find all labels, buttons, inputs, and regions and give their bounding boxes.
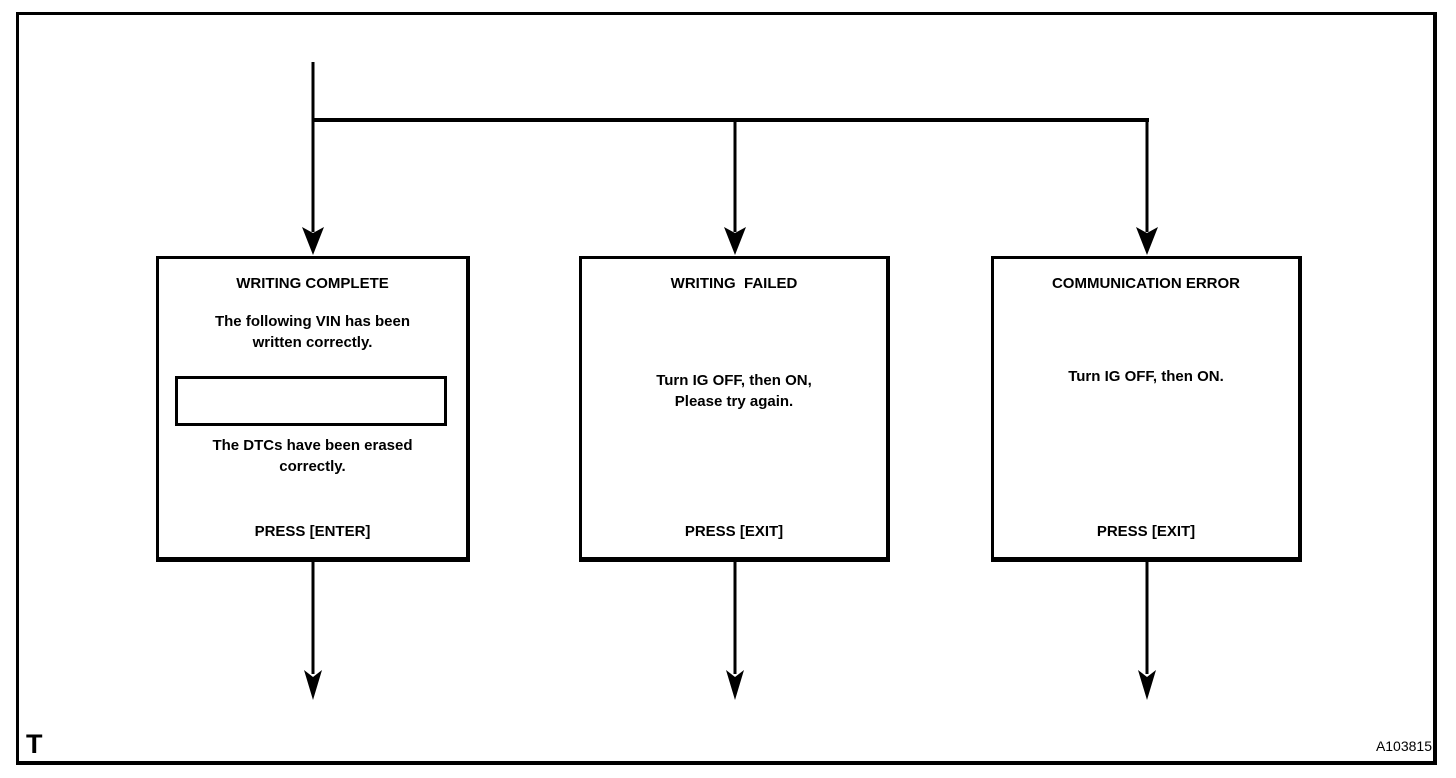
arrow-down-icon <box>1138 670 1156 700</box>
screen-message: Turn IG OFF, then ON, Please try again. <box>656 372 812 410</box>
arrow-down-icon <box>304 670 322 700</box>
press-exit-label: PRESS [EXIT] <box>684 523 784 540</box>
arrow-down-icon <box>724 227 746 255</box>
vin-display-field <box>175 376 447 426</box>
press-exit-label: PRESS [EXIT] <box>1096 523 1196 540</box>
screen-title: WRITING COMPLETE <box>236 275 389 292</box>
screen-message-vin: The following VIN has been written corre… <box>214 313 410 351</box>
screen-title: COMMUNICATION ERROR <box>1051 275 1241 292</box>
screen-message: Turn IG OFF, then ON. <box>1068 368 1224 385</box>
arrow-down-icon <box>726 670 744 700</box>
figure-border <box>16 12 1437 765</box>
screen-box-communication-error: COMMUNICATION ERROR Turn IG OFF, then ON… <box>991 256 1302 562</box>
screen-message-dtc: The DTCs have been erased correctly. <box>212 437 413 475</box>
arrow-down-icon <box>302 227 324 255</box>
screen-box-writing-failed: WRITING FAILED Turn IG OFF, then ON, Ple… <box>579 256 890 562</box>
press-enter-label: PRESS [ENTER] <box>254 523 371 540</box>
screen-box-writing-complete: WRITING COMPLETE The following VIN has b… <box>156 256 470 562</box>
arrow-down-icon <box>1136 227 1158 255</box>
page-corner-label: T <box>26 729 43 759</box>
screen-title: WRITING FAILED <box>670 275 798 292</box>
figure-code: A103815 <box>1375 738 1432 754</box>
